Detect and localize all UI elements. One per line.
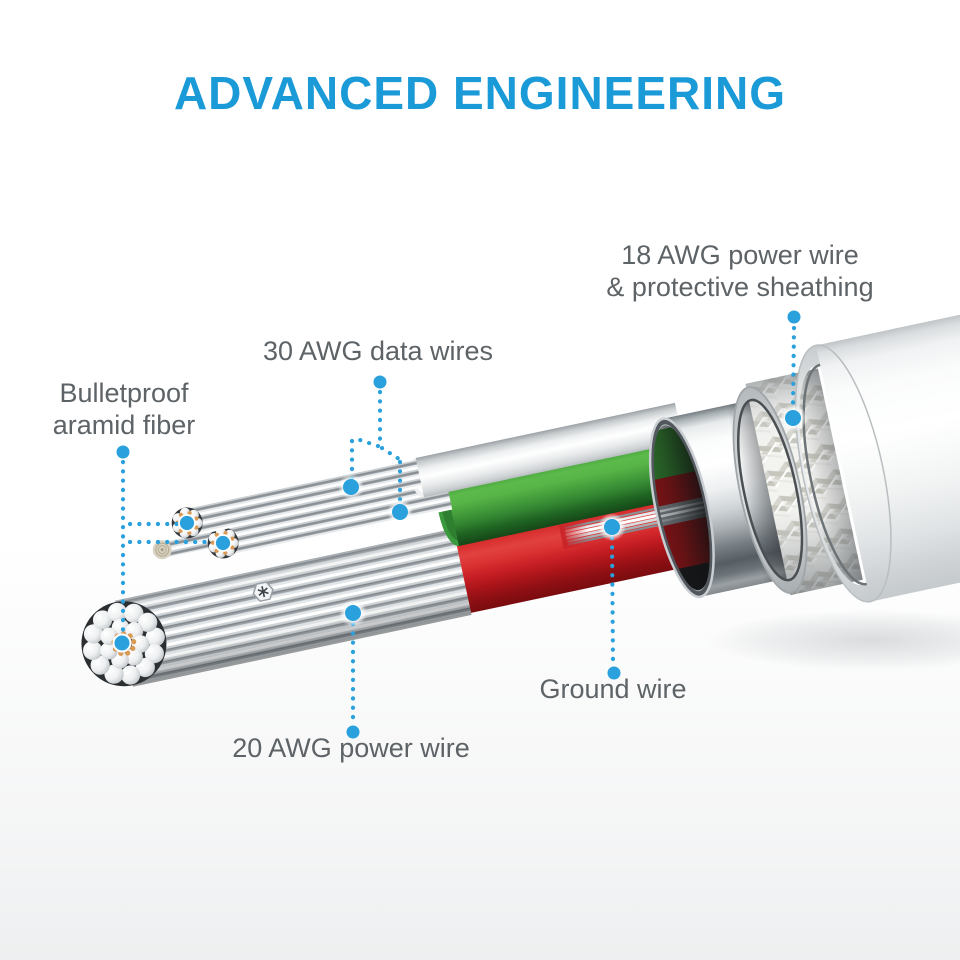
leader-data-wires-branch-left: [349, 435, 381, 482]
callout-sheathing-line2: & protective sheathing: [606, 272, 874, 302]
leader-ground-line: [609, 535, 616, 665]
page-title: ADVANCED ENGINEERING: [173, 67, 787, 119]
leader-data-wires-branch-right: [379, 445, 403, 506]
cable-assembly: [81, 295, 960, 687]
callout-data-wires-line1: 30 AWG data wires: [262, 336, 494, 366]
marker-dot-aramid-label: [116, 445, 130, 459]
marker-dot-sheathing-target: [785, 410, 801, 426]
callout-sheathing: 18 AWG power wire & protective sheathing: [606, 239, 873, 303]
marker-dot-ground-target: [604, 519, 620, 535]
callout-aramid-line1: Bulletproof: [59, 378, 189, 408]
callout-ground-line1: Ground wire: [539, 674, 687, 704]
callout-ground-wire: Ground wire: [539, 673, 686, 705]
outer-jacket: [794, 295, 960, 603]
marker-dot-power20-label: [346, 725, 360, 739]
marker-dot-power20-target: [345, 605, 361, 621]
marker-dot-sheathing-label: [787, 310, 801, 324]
callout-markers: [112, 310, 807, 739]
callout-aramid-fiber: Bulletproof aramid fiber: [53, 377, 196, 441]
callout-sheathing-line1: 18 AWG power wire: [621, 240, 859, 270]
callout-aramid-line2: aramid fiber: [52, 410, 196, 440]
marker-dot-data-wires-label: [373, 375, 387, 389]
marker-dot-data-wire-lower: [392, 504, 408, 520]
cable-soft-shadow: [707, 610, 960, 670]
marker-dot-ground-label: [607, 666, 621, 680]
marker-dot-aramid-upper-core: [178, 514, 196, 532]
callout-data-wires: 30 AWG data wires: [263, 335, 493, 367]
callout-leaders: [120, 325, 797, 724]
marker-dot-data-wire-upper: [343, 479, 359, 495]
sparkle-ornament: [252, 581, 274, 603]
marker-dot-aramid-power-core: [112, 633, 132, 653]
braid-cut-ring: [733, 387, 807, 593]
marker-dot-aramid-lower-core: [214, 534, 232, 552]
leader-sheathing-line: [790, 325, 797, 410]
callout-power20-line1: 20 AWG power wire: [232, 733, 470, 763]
callout-power-wire-20awg: 20 AWG power wire: [232, 732, 470, 764]
